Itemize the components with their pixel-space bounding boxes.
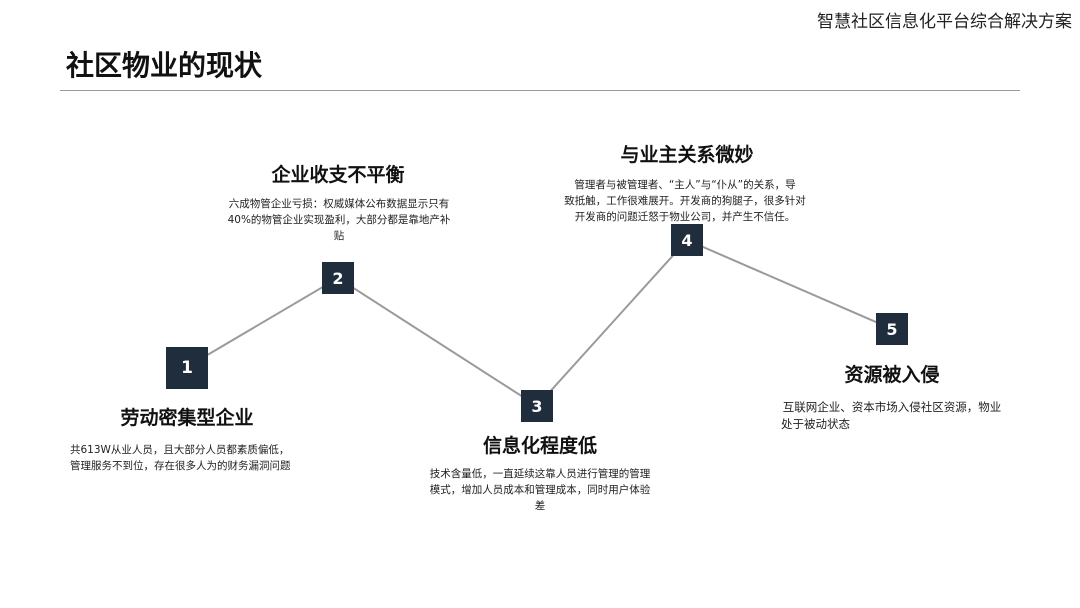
node-1-line-1: 共613W从业人员，且大部分人员都素质偏低， bbox=[70, 444, 290, 456]
node-4-line-2: 致抵触，工作很难展开。开发商的狗腿子，很多针对 bbox=[564, 195, 806, 207]
node-4-badge: 4 bbox=[671, 224, 703, 256]
node-3-description: 技术含量低，一直延续这靠人员进行管理的管理 模式，增加人员成本和管理成本，同时用… bbox=[412, 466, 668, 514]
node-2-badge: 2 bbox=[322, 262, 354, 294]
node-1-line-2: 管理服务不到位，存在很多人为的财务漏洞问题 bbox=[70, 460, 291, 472]
node-4-description: 管理者与被管理者、“主人”与“仆从”的关系，导 致抵触，工作很难展开。开发商的狗… bbox=[556, 177, 814, 225]
node-5-line-1: 互联网企业、资本市场入侵社区资源，物业 bbox=[782, 400, 1002, 414]
node-1-badge: 1 bbox=[166, 347, 208, 389]
node-3-line-1: 技术含量低，一直延续这靠人员进行管理的管理 bbox=[429, 468, 651, 480]
node-2-line-1: 六成物管企业亏损：权威媒体公布数据显示只有 bbox=[228, 198, 450, 210]
node-3-line-2: 模式，增加人员成本和管理成本，同时用户体验 bbox=[429, 484, 651, 496]
node-2-heading: 企业收支不平衡 bbox=[271, 164, 405, 186]
page-brand-title: 智慧社区信息化平台综合解决方案 bbox=[817, 12, 1072, 32]
node-3-heading: 信息化程度低 bbox=[482, 435, 597, 457]
node-3-badge: 3 bbox=[521, 390, 553, 422]
page-title: 社区物业的现状 bbox=[66, 49, 263, 82]
node-2-line-3: 贴 bbox=[333, 230, 345, 242]
node-1-heading: 劳动密集型企业 bbox=[120, 407, 254, 429]
node-4-heading: 与业主关系微妙 bbox=[620, 144, 754, 166]
title-divider bbox=[60, 90, 1020, 91]
node-5-description: 互联网企业、资本市场入侵社区资源，物业 处于被动状态 bbox=[765, 399, 1019, 433]
node-4-line-1: 管理者与被管理者、“主人”与“仆从”的关系，导 bbox=[574, 179, 796, 191]
node-5-heading: 资源被入侵 bbox=[844, 364, 940, 386]
node-2-description: 六成物管企业亏损：权威媒体公布数据显示只有 40%的物管企业实现盈利，大部分都是… bbox=[214, 196, 464, 244]
node-5-line-2: 处于被动状态 bbox=[781, 417, 850, 431]
node-5-badge: 5 bbox=[876, 313, 908, 345]
node-2-line-2: 40%的物管企业实现盈利，大部分都是靠地产补 bbox=[227, 214, 451, 226]
node-4-line-3: 开发商的问题迁怒于物业公司，并产生不信任。 bbox=[574, 211, 796, 223]
node-1-description: 共613W从业人员，且大部分人员都素质偏低， 管理服务不到位，存在很多人为的财务… bbox=[70, 442, 330, 474]
node-3-line-3: 差 bbox=[534, 500, 546, 512]
